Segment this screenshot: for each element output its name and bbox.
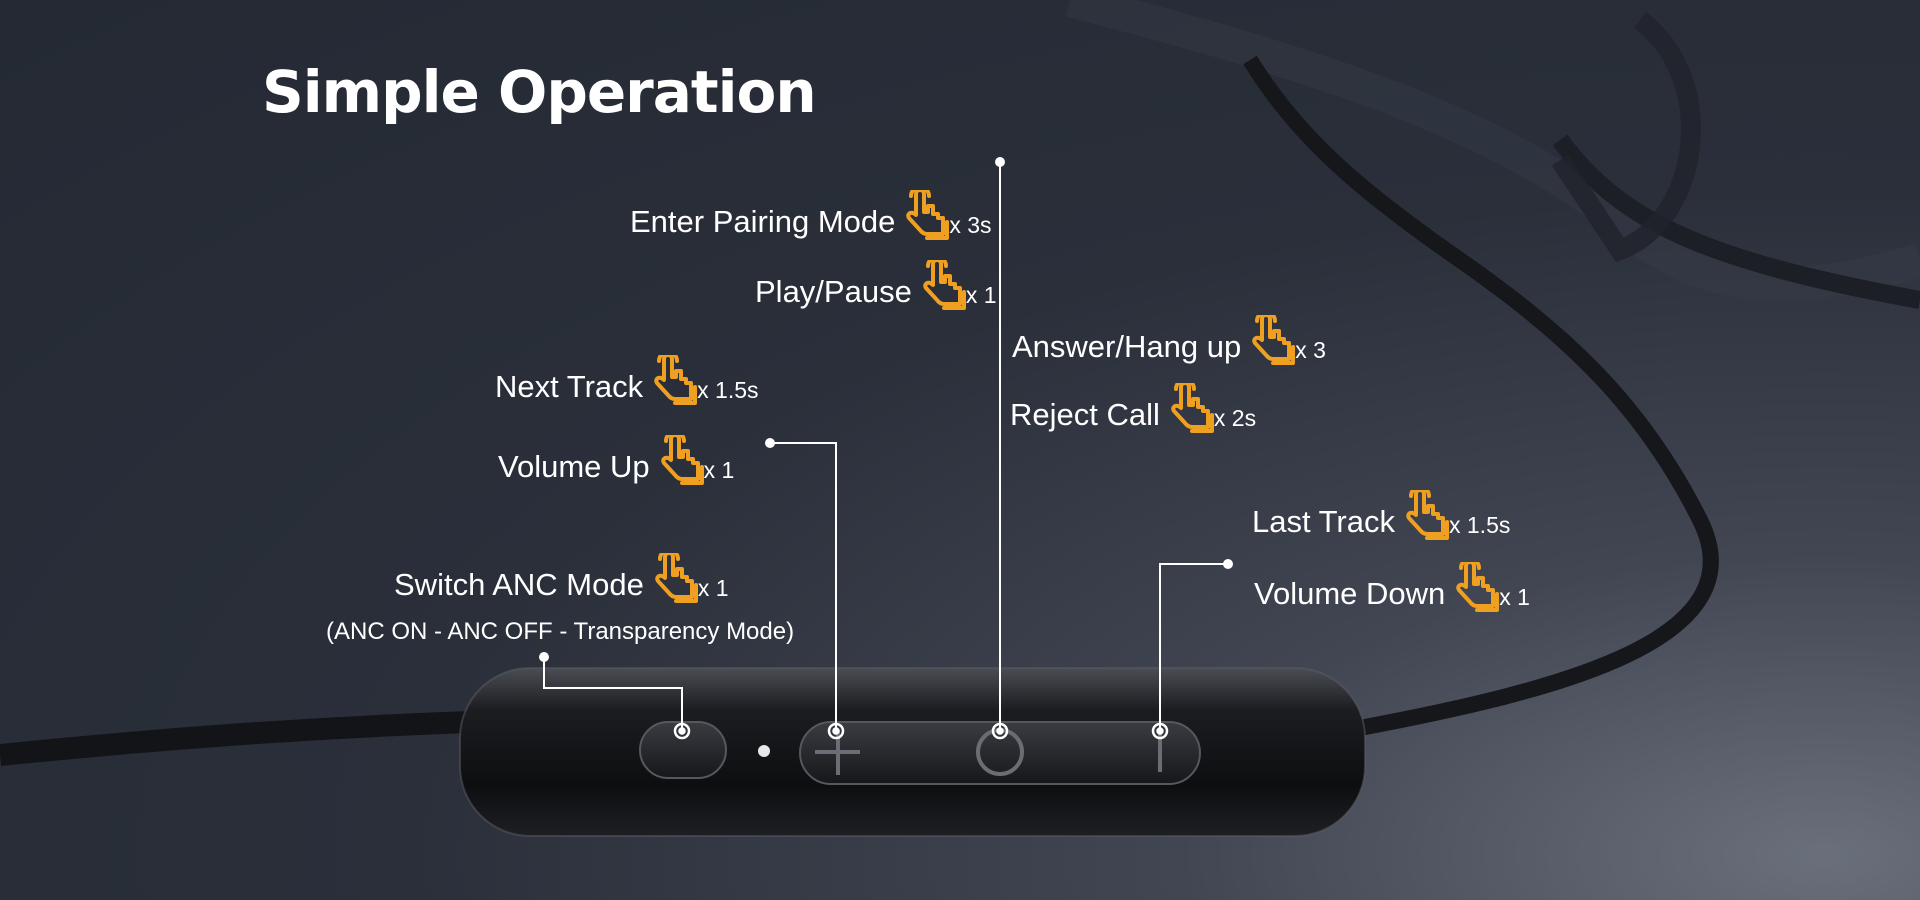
tap-hand-icon <box>652 553 698 603</box>
volume-down-row: Volume Down x 1 <box>1254 562 1530 612</box>
reject-call-row: Reject Call x 2s <box>1010 383 1256 433</box>
volume-up-row: Volume Up x 1 <box>498 435 734 485</box>
tap-hand-icon <box>1249 315 1296 365</box>
answer-hangup-row: Answer/Hang up x 3 <box>1012 315 1326 365</box>
tap-hand-icon <box>1403 490 1449 540</box>
leader-anc <box>543 657 683 731</box>
leader-minus <box>1159 563 1228 731</box>
tap-hand-icon <box>920 260 966 310</box>
reject-call-label: Reject Call <box>1010 397 1160 432</box>
play-pause-label: Play/Pause <box>755 274 912 309</box>
tap-hand-icon <box>903 190 950 240</box>
volume-down-label: Volume Down <box>1254 576 1446 611</box>
cable-left <box>0 711 471 766</box>
volume-up-count: x 1 <box>703 457 735 483</box>
next-track-label: Next Track <box>495 369 644 404</box>
tap-hand-icon <box>1453 562 1500 612</box>
indicator-light <box>758 745 770 757</box>
last-track-count: x 1.5s <box>1449 512 1511 538</box>
switch-anc-label: Switch ANC Mode <box>394 567 644 602</box>
tap-hand-icon <box>651 355 698 405</box>
last-track-label: Last Track <box>1252 504 1395 539</box>
cable-top <box>1552 134 1920 309</box>
cable-shadow <box>1065 0 1920 301</box>
answer-hangup-label: Answer/Hang up <box>1012 329 1242 364</box>
page-title: Simple Operation <box>262 58 817 126</box>
leader-plus <box>770 442 837 731</box>
tap-hand-icon <box>658 435 704 485</box>
volume-down-count: x 1 <box>1499 584 1530 610</box>
cable-loop <box>1551 12 1701 263</box>
reject-call-count: x 2s <box>1213 405 1257 431</box>
switch-anc-row: Switch ANC Mode x 1 <box>394 553 729 603</box>
play-pause-count: x 1 <box>965 282 997 308</box>
answer-hangup-count: x 3 <box>1295 337 1326 363</box>
enter-pairing-row: Enter Pairing Mode x 3s <box>630 190 992 240</box>
enter-pairing-count: x 3s <box>949 212 992 238</box>
tap-hand-icon <box>1168 383 1214 433</box>
anc-mode-note: (ANC ON - ANC OFF - Transparency Mode) <box>326 618 795 645</box>
cable-right <box>1243 55 1719 736</box>
enter-pairing-label: Enter Pairing Mode <box>630 204 896 239</box>
volume-up-label: Volume Up <box>498 449 650 484</box>
play-pause-row: Play/Pause x 1 <box>755 260 997 310</box>
next-track-row: Next Track x 1.5s <box>495 355 759 405</box>
next-track-count: x 1.5s <box>697 377 759 403</box>
switch-anc-count: x 1 <box>697 575 729 601</box>
last-track-row: Last Track x 1.5s <box>1252 490 1510 540</box>
